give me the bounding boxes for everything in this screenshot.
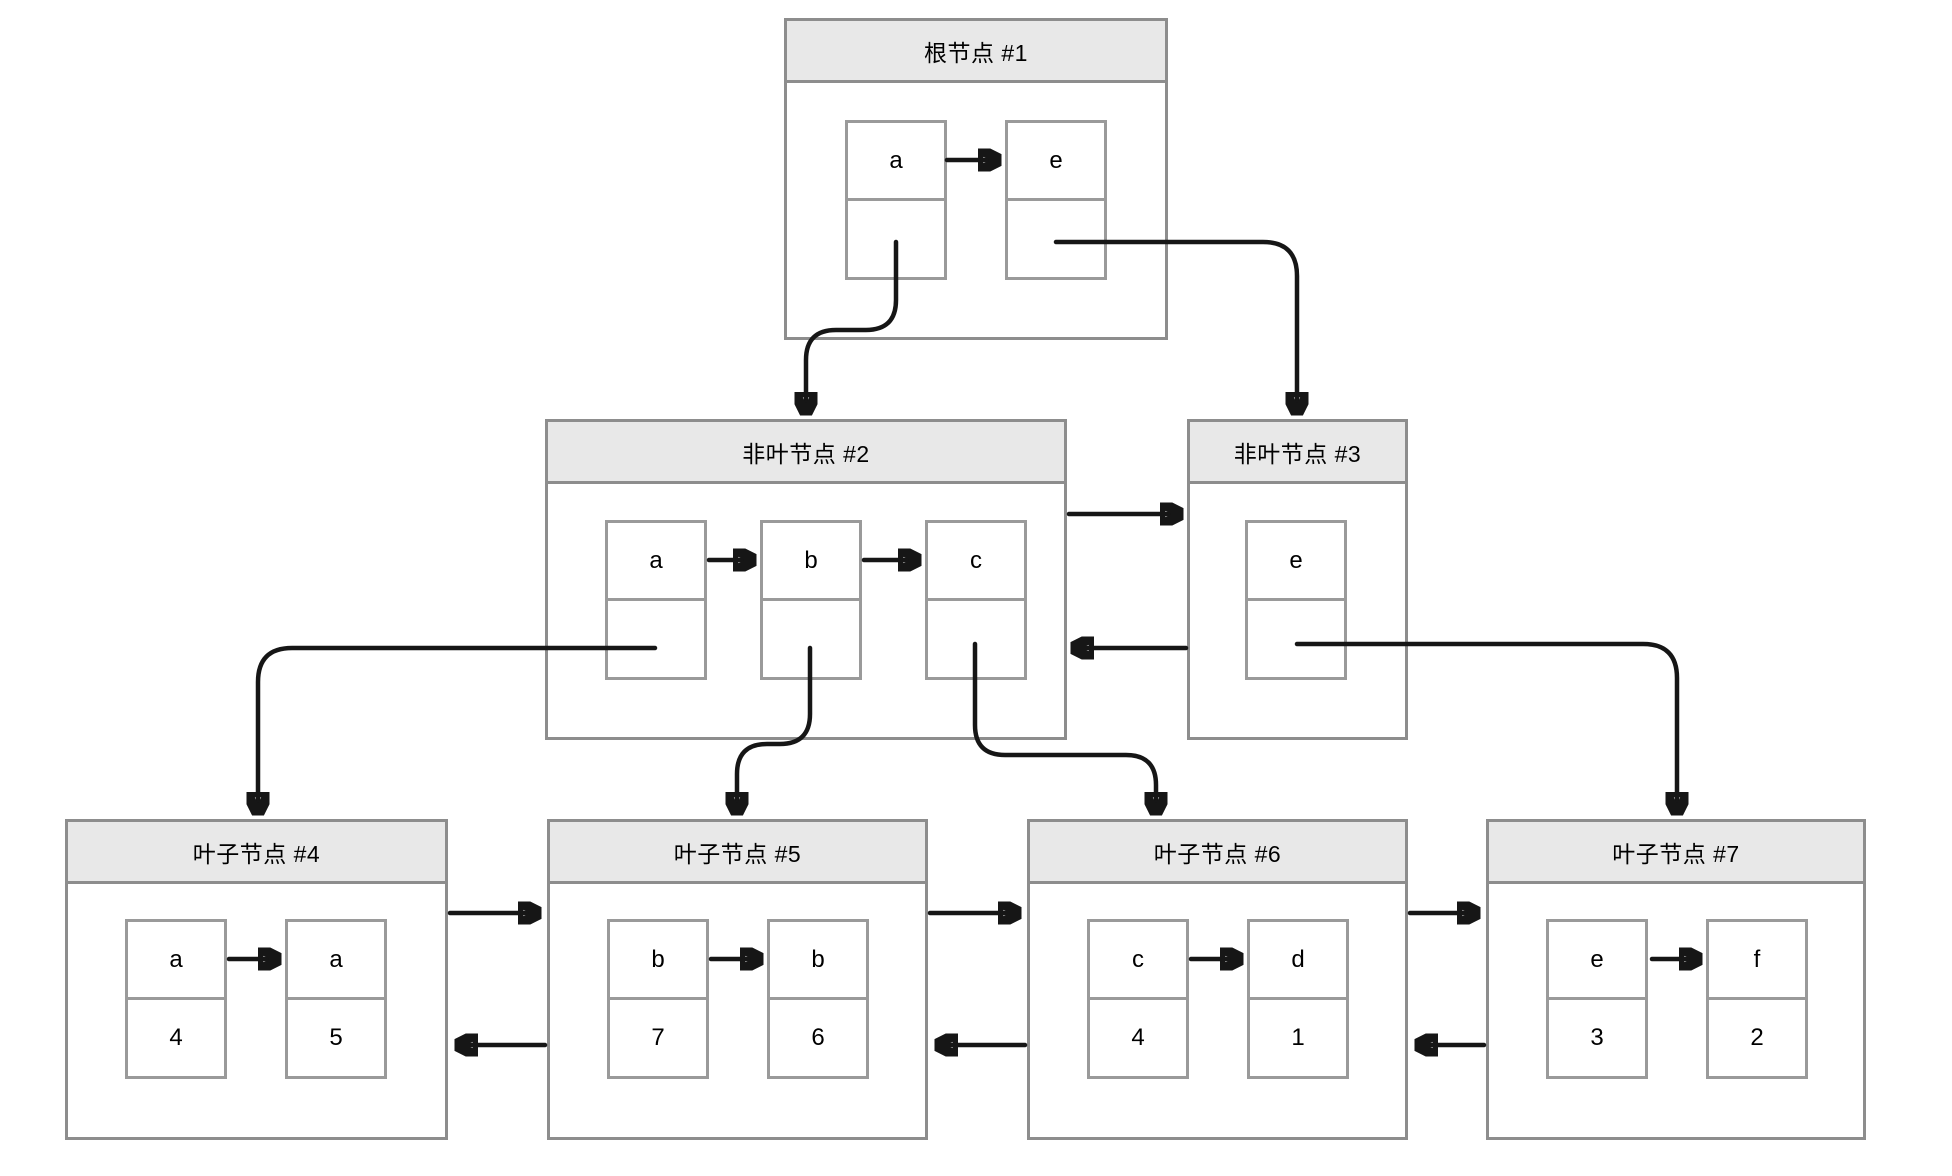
cell-key: c <box>928 523 1024 601</box>
record-cell: b <box>760 520 862 680</box>
cell-key: a <box>128 922 224 1000</box>
node-header: 非叶节点 #3 <box>1190 422 1405 484</box>
node-box-leaf-4: 叶子节点 #4 <box>65 819 448 1140</box>
cell-value: 4 <box>1131 1024 1145 1051</box>
cell-value: 3 <box>1590 1024 1604 1051</box>
node-box-leaf-5: 叶子节点 #5 <box>547 819 928 1140</box>
node-box-leaf-7: 叶子节点 #7 <box>1486 819 1866 1140</box>
record-cell: a <box>605 520 707 680</box>
record-cell: f 2 <box>1706 919 1808 1079</box>
node-title: 叶子节点 #4 <box>192 840 321 867</box>
cell-value: 6 <box>811 1024 825 1051</box>
cell-key: a <box>848 123 944 201</box>
node-box-root-1: 根节点 #1 <box>784 18 1168 340</box>
cell-key: b <box>770 922 866 1000</box>
cell-pointer <box>1248 601 1344 677</box>
node-header: 叶子节点 #6 <box>1030 822 1405 884</box>
cell-pointer <box>928 601 1024 677</box>
node-header: 根节点 #1 <box>787 21 1165 83</box>
cell-key: e <box>1248 523 1344 601</box>
cell-key: b <box>763 523 859 601</box>
cell-key: a <box>608 523 704 601</box>
record-cell: c 4 <box>1087 919 1189 1079</box>
record-cell: e <box>1245 520 1347 680</box>
node-title: 根节点 #1 <box>924 39 1028 66</box>
cell-key: e <box>1549 922 1645 1000</box>
node-title: 叶子节点 #6 <box>1153 840 1282 867</box>
record-cell: a <box>845 120 947 280</box>
cell-value: 4 <box>169 1024 183 1051</box>
record-cell: d 1 <box>1247 919 1349 1079</box>
cell-key: e <box>1008 123 1104 201</box>
record-cell: a 5 <box>285 919 387 1079</box>
node-header: 叶子节点 #4 <box>68 822 445 884</box>
node-header: 叶子节点 #7 <box>1489 822 1863 884</box>
cell-key: d <box>1250 922 1346 1000</box>
record-cell: e <box>1005 120 1107 280</box>
cell-value: 2 <box>1750 1024 1764 1051</box>
cell-value: 1 <box>1291 1024 1305 1051</box>
cell-key: f <box>1709 922 1805 1000</box>
node-title: 叶子节点 #7 <box>1612 840 1740 867</box>
cell-value: 5 <box>329 1024 343 1051</box>
cell-key: b <box>610 922 706 1000</box>
cell-key: a <box>288 922 384 1000</box>
record-cell: e 3 <box>1546 919 1648 1079</box>
cell-pointer <box>1008 201 1104 277</box>
record-cell: b 6 <box>767 919 869 1079</box>
record-cell: c <box>925 520 1027 680</box>
cell-pointer <box>848 201 944 277</box>
node-box-leaf-6: 叶子节点 #6 <box>1027 819 1408 1140</box>
record-cell: b 7 <box>607 919 709 1079</box>
cell-key: c <box>1090 922 1186 1000</box>
node-header: 叶子节点 #5 <box>550 822 925 884</box>
node-title: 非叶节点 #2 <box>742 440 870 467</box>
cell-pointer <box>608 601 704 677</box>
node-header: 非叶节点 #2 <box>548 422 1064 484</box>
cell-value: 7 <box>651 1024 665 1051</box>
cell-pointer <box>763 601 859 677</box>
node-title: 叶子节点 #5 <box>673 840 802 867</box>
record-cell: a 4 <box>125 919 227 1079</box>
node-title: 非叶节点 #3 <box>1233 440 1362 467</box>
